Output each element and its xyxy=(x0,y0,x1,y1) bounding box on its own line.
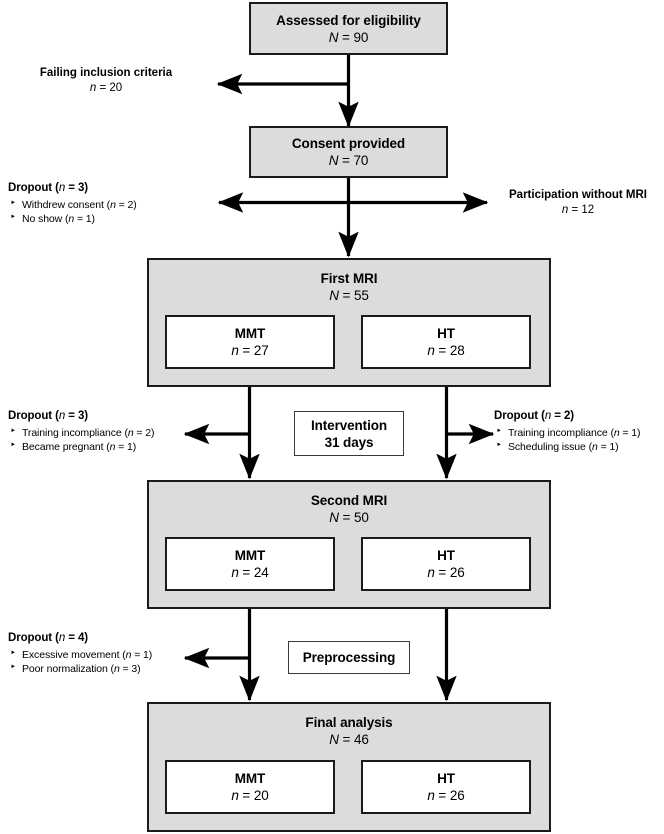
final-analysis-label: Final analysis xyxy=(305,715,393,730)
participation-without-mri-title: Participation without MRI xyxy=(509,189,647,201)
dropout-preprocessing-heading: Dropout (n = 4) xyxy=(8,632,88,644)
node-consent-count: N = 70 xyxy=(328,153,369,168)
group-count: n = 24 xyxy=(231,565,269,580)
dropout-consent-list: Withdrew consent (n = 2) No show (n = 1) xyxy=(8,197,223,226)
list-item: Training incompliance (n = 1) xyxy=(494,425,664,440)
annotation-participation-without-mri: Participation without MRI n = 12 xyxy=(492,188,664,218)
group-count: n = 27 xyxy=(231,343,269,358)
list-item: Training incompliance (n = 2) xyxy=(8,425,208,440)
node-assessed-for-eligibility[interactable]: Assessed for eligibility N = 90 xyxy=(249,2,448,55)
group-label: MMT xyxy=(234,771,266,786)
first-mri-group-mmt[interactable]: MMT n = 27 xyxy=(165,315,335,369)
annotation-dropout-preprocessing: Dropout (n = 4) Excessive movement (n = … xyxy=(8,631,208,676)
group-count: n = 20 xyxy=(231,788,269,803)
list-item: No show (n = 1) xyxy=(8,211,223,226)
dropout-ht-heading: Dropout (n = 2) xyxy=(494,410,574,422)
intervention-line2: 31 days xyxy=(324,434,374,450)
first-mri-label: First MRI xyxy=(320,271,378,286)
list-item: Scheduling issue (n = 1) xyxy=(494,439,664,454)
first-mri-count: N = 55 xyxy=(329,288,369,303)
node-assessed-label: Assessed for eligibility xyxy=(276,12,421,28)
node-preprocessing[interactable]: Preprocessing xyxy=(288,641,410,674)
final-analysis-count: N = 46 xyxy=(329,732,369,747)
annotation-dropout-ht-intervention: Dropout (n = 2) Training incompliance (n… xyxy=(494,409,664,454)
preprocessing-label: Preprocessing xyxy=(302,650,396,665)
annotation-dropout-consent: Dropout (n = 3) Withdrew consent (n = 2)… xyxy=(8,181,223,226)
second-mri-count: N = 50 xyxy=(329,510,369,525)
list-item: Poor normalization (n = 3) xyxy=(8,661,208,676)
group-label: MMT xyxy=(234,548,266,563)
annotation-dropout-mmt-intervention: Dropout (n = 3) Training incompliance (n… xyxy=(8,409,208,454)
node-intervention[interactable]: Intervention 31 days xyxy=(294,411,404,456)
group-count: n = 28 xyxy=(427,343,465,358)
node-consent-provided[interactable]: Consent provided N = 70 xyxy=(249,126,448,178)
dropout-ht-list: Training incompliance (n = 1) Scheduling… xyxy=(494,425,664,454)
node-assessed-count: N = 90 xyxy=(328,29,369,45)
group-count: n = 26 xyxy=(427,565,465,580)
failing-inclusion-title: Failing inclusion criteria xyxy=(39,67,173,79)
dropout-mmt-list: Training incompliance (n = 2) Became pre… xyxy=(8,425,208,454)
node-consent-label: Consent provided xyxy=(291,136,406,151)
dropout-preprocessing-list: Excessive movement (n = 1) Poor normaliz… xyxy=(8,647,208,676)
second-mri-label: Second MRI xyxy=(310,493,388,508)
group-label: HT xyxy=(437,326,455,341)
intervention-line1: Intervention xyxy=(310,417,388,433)
dropout-mmt-heading: Dropout (n = 3) xyxy=(8,410,88,422)
dropout-consent-heading: Dropout (n = 3) xyxy=(8,182,88,194)
final-analysis-group-ht[interactable]: HT n = 26 xyxy=(361,760,531,814)
final-analysis-header: Final analysis N = 46 xyxy=(149,714,549,748)
annotation-failing-inclusion-criteria: Failing inclusion criteria n = 20 xyxy=(6,66,206,96)
list-item: Excessive movement (n = 1) xyxy=(8,647,208,662)
group-label: HT xyxy=(437,548,455,563)
first-mri-header: First MRI N = 55 xyxy=(149,270,549,304)
group-label: MMT xyxy=(234,326,266,341)
list-item: Became pregnant (n = 1) xyxy=(8,439,208,454)
participation-without-mri-count: n = 12 xyxy=(561,204,595,216)
list-item: Withdrew consent (n = 2) xyxy=(8,197,223,212)
second-mri-group-mmt[interactable]: MMT n = 24 xyxy=(165,537,335,591)
second-mri-group-ht[interactable]: HT n = 26 xyxy=(361,537,531,591)
final-analysis-group-mmt[interactable]: MMT n = 20 xyxy=(165,760,335,814)
second-mri-header: Second MRI N = 50 xyxy=(149,492,549,526)
first-mri-group-ht[interactable]: HT n = 28 xyxy=(361,315,531,369)
group-count: n = 26 xyxy=(427,788,465,803)
group-label: HT xyxy=(437,771,455,786)
failing-inclusion-count: n = 20 xyxy=(89,82,123,94)
